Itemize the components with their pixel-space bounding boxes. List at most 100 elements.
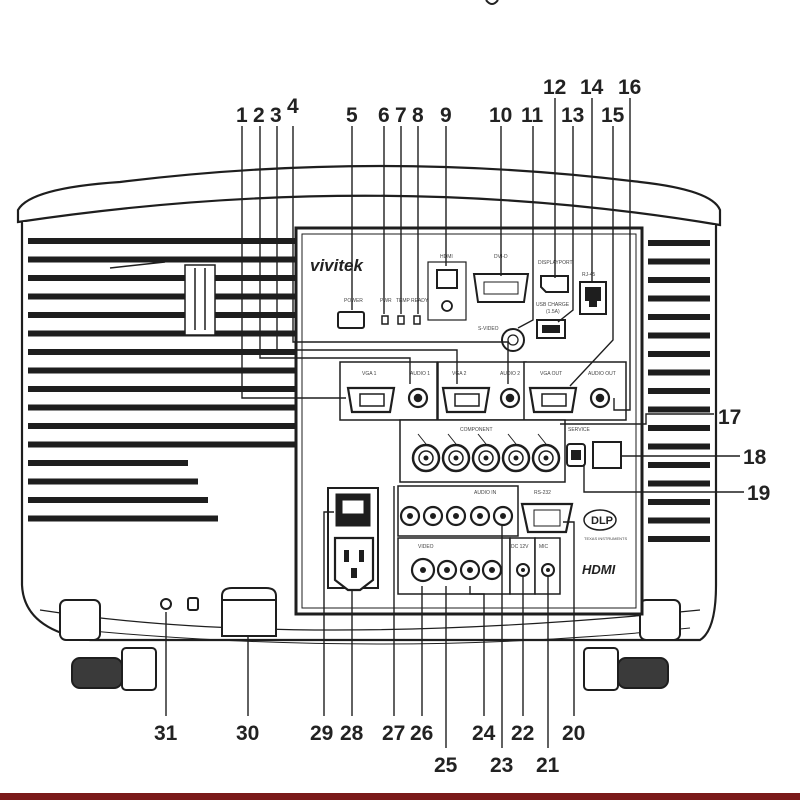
callout-14: 14	[580, 76, 604, 99]
rs232-section: RS-232	[520, 490, 574, 534]
vent-slat	[648, 443, 710, 450]
bottom-bar	[0, 793, 800, 800]
vent-slat	[648, 388, 710, 394]
rs232-label: RS-232	[534, 490, 551, 496]
callout-21: 21	[536, 754, 560, 777]
callout-9: 9	[440, 104, 452, 127]
vent-slat	[28, 460, 188, 466]
rca-connectors-top	[399, 505, 514, 527]
bnc-pin	[483, 455, 489, 461]
vent-slat	[28, 423, 296, 429]
usb-charge-section: USB CHARGE (1.5A)	[536, 302, 570, 339]
callout-1: 1	[236, 104, 248, 127]
svg-text:DLP: DLP	[591, 515, 613, 527]
mic-label: MIC	[539, 544, 549, 550]
mini-jack-pin	[521, 568, 525, 572]
power-section: POWER PWR TEMP READY	[337, 298, 429, 329]
rca-pin	[430, 513, 436, 519]
pwr-led-label: PWR	[380, 298, 392, 304]
callout-3: 3	[270, 104, 282, 127]
ready-led-label: READY	[411, 298, 429, 304]
vent-slat	[28, 497, 208, 503]
temp-led	[397, 315, 405, 325]
vent-slat	[28, 293, 296, 300]
audio-in-label: AUDIO IN	[474, 490, 497, 496]
callout-numbers: 1 2 3 4 5 6 7 8 9 10 11 12 13 14 15 16 1…	[154, 76, 770, 777]
dvi-port-section: DVI-D	[472, 254, 530, 303]
dlp-logo: DLP TEXAS INSTRUMENTS	[583, 509, 627, 541]
vent-slat	[648, 295, 710, 302]
ac-power-inlet[interactable]	[333, 536, 375, 592]
vga2-label: VGA 2	[452, 371, 467, 377]
vent-slat	[28, 367, 296, 374]
svideo-label: S-VIDEO	[478, 326, 499, 332]
callout-6: 6	[378, 104, 390, 127]
vent-slat	[648, 314, 710, 320]
bnc-label-tick	[417, 433, 427, 445]
vent-slat	[28, 441, 296, 448]
callout-18: 18	[743, 446, 767, 469]
vent-slat	[648, 480, 710, 487]
hdmi-port[interactable]	[436, 269, 458, 289]
callout-5: 5	[346, 104, 358, 127]
vent-slat	[28, 256, 296, 263]
ir-receiver	[592, 441, 622, 469]
vent-slat	[28, 478, 198, 485]
bnc-label-tick	[447, 433, 457, 445]
displayport[interactable]	[540, 275, 569, 293]
callout-12: 12	[543, 76, 566, 99]
vent-slat	[28, 312, 296, 318]
hdmi-port-section: HDMI	[427, 254, 467, 321]
callout-11: 11	[521, 104, 544, 127]
vent-slat	[648, 536, 710, 542]
rca-pin	[453, 513, 459, 519]
rca-pin	[444, 567, 450, 573]
rca-pin	[489, 567, 495, 573]
vent-slat	[28, 515, 218, 522]
vent-slat	[648, 351, 710, 357]
callout-23: 23	[490, 754, 513, 777]
bnc-connectors	[411, 433, 561, 473]
bnc-label-tick	[477, 433, 487, 445]
vent-slat	[648, 517, 710, 524]
rca-pin	[407, 513, 413, 519]
leader-lines	[165, 98, 744, 748]
audio-out-label: AUDIO OUT	[588, 371, 616, 377]
power-button[interactable]	[337, 311, 365, 329]
callout-27: 27	[382, 722, 405, 745]
callout-30: 30	[236, 722, 259, 745]
vent-slat	[648, 277, 710, 283]
vent-slat	[648, 258, 710, 265]
left-vent-slats	[28, 238, 296, 522]
security-lock-slot	[160, 597, 199, 611]
vent-slat	[648, 425, 710, 431]
power-label: POWER	[344, 298, 363, 304]
security-bar	[221, 587, 277, 637]
mini-jack-pin	[546, 568, 550, 572]
ready-led	[413, 315, 421, 325]
callout-7: 7	[395, 104, 407, 127]
vent-slat	[648, 499, 710, 505]
callout-17: 17	[718, 406, 741, 429]
bnc-pin	[453, 455, 459, 461]
vent-slat	[28, 275, 296, 281]
rca-pin	[477, 513, 483, 519]
callout-16: 16	[618, 76, 641, 99]
svg-text:TEXAS INSTRUMENTS: TEXAS INSTRUMENTS	[584, 536, 627, 541]
callout-28: 28	[340, 722, 364, 745]
vent-slat	[28, 386, 296, 392]
vga-audio-row: VGA 1 AUDIO 1 VGA 2 AUDIO 2 VGA OUT AUDI…	[339, 361, 627, 421]
video-label: VIDEO	[418, 544, 434, 550]
callout-2: 2	[253, 104, 265, 127]
bnc-pin	[543, 455, 549, 461]
pwr-led	[381, 315, 389, 325]
callout-4: 4	[287, 95, 299, 118]
vent-slat	[648, 406, 710, 413]
vent-slat	[648, 462, 710, 468]
front-feet	[59, 599, 681, 691]
vent-slat	[648, 240, 710, 246]
service-section: SERVICE	[566, 427, 622, 469]
dc12v-label: DC 12V	[511, 544, 529, 550]
vent-slat	[28, 330, 296, 337]
left-grille-detail	[109, 261, 216, 336]
